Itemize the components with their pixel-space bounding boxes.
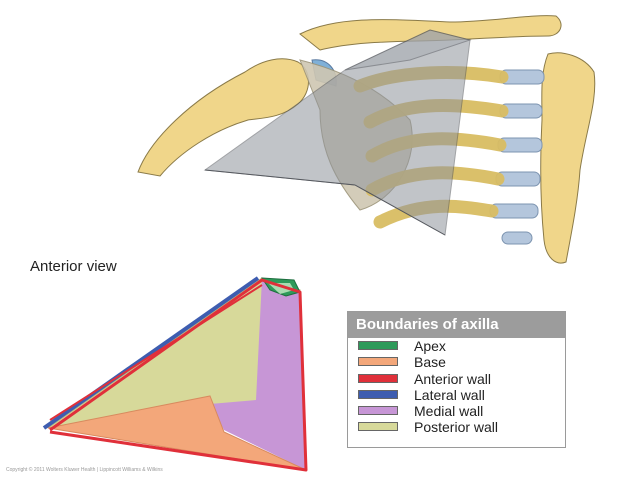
- medial-wall-region: [210, 278, 306, 470]
- legend-item-anterior-wall: Anterior wall: [358, 371, 565, 387]
- lateral-wall-edge: [42, 276, 260, 430]
- anterior-wall-inner-edge: [49, 284, 263, 421]
- copyright-text: Copyright © 2011 Wolters Kluwer Health |…: [6, 467, 163, 473]
- legend-item-posterior-wall: Posterior wall: [358, 419, 565, 435]
- legend-item-medial-wall: Medial wall: [358, 403, 565, 419]
- legend-swatch: [358, 422, 398, 432]
- legend-title: Boundaries of axilla: [348, 312, 565, 338]
- axilla-pyramid: [203, 29, 472, 236]
- legend-label: Anterior wall: [414, 370, 492, 387]
- legend-label: Lateral wall: [414, 386, 485, 403]
- legend-label: Apex: [414, 338, 446, 354]
- legend-item-base: Base: [358, 354, 565, 370]
- legend-swatch: [358, 341, 398, 350]
- legend-swatch: [358, 357, 398, 367]
- costal-cartilages: [489, 69, 545, 245]
- legend-label: Base: [414, 354, 446, 371]
- sternum-bone: [540, 52, 596, 264]
- legend-item-apex: Apex: [358, 338, 565, 354]
- legend-item-lateral-wall: Lateral wall: [358, 387, 565, 403]
- legend-swatch: [358, 406, 398, 416]
- legend-label: Medial wall: [414, 403, 484, 420]
- legend: Boundaries of axilla Apex Base Anterior …: [347, 311, 566, 448]
- legend-swatch: [358, 389, 398, 399]
- legend-label: Posterior wall: [414, 419, 499, 436]
- legend-swatch: [358, 373, 398, 383]
- apex-inner: [268, 283, 294, 294]
- view-label: Anterior view: [30, 258, 117, 275]
